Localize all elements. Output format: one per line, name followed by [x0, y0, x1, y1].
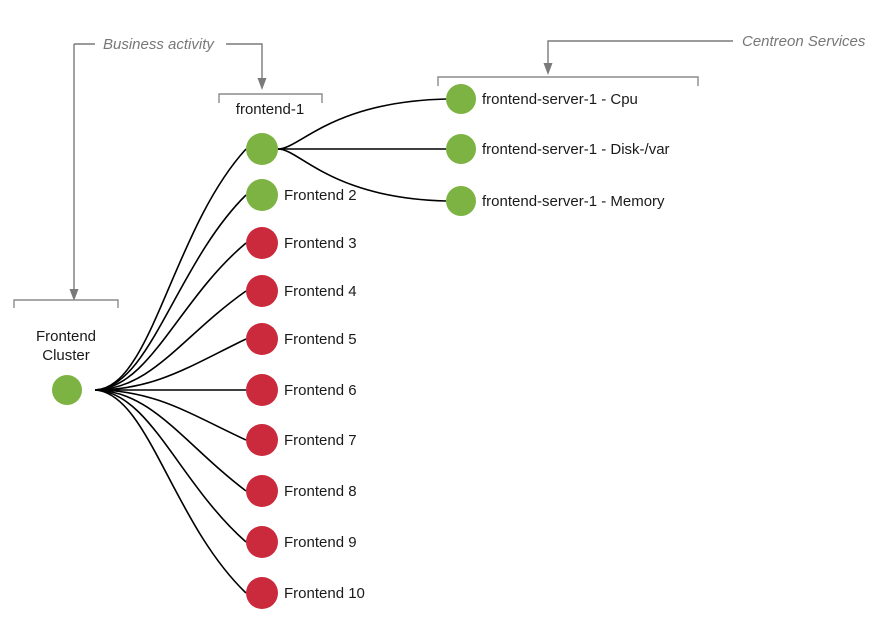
frontend-6-status-dot[interactable]: [246, 374, 278, 406]
annotation-label-centreon-services: Centreon Services: [742, 33, 866, 50]
frontend-5-label: Frontend 5: [284, 331, 357, 348]
frontend-9-label: Frontend 9: [284, 534, 357, 551]
node-frontend-3[interactable]: Frontend 3: [246, 227, 357, 259]
edge-cluster-frontend-4: [94, 290, 247, 391]
edge-cluster-frontend-3: [94, 242, 247, 391]
svc-cpu-label: frontend-server-1 - Cpu: [482, 91, 638, 108]
frontend-1-status-dot[interactable]: [246, 133, 278, 165]
frontend-cluster-status-dot[interactable]: [52, 375, 82, 405]
bracket-centreon-services: [437, 76, 699, 86]
frontend-3-status-dot[interactable]: [246, 227, 278, 259]
node-svc-memory[interactable]: frontend-server-1 - Memory: [446, 186, 665, 216]
centreon-services-leader: [547, 40, 733, 66]
frontend-7-status-dot[interactable]: [246, 424, 278, 456]
frontend-8-label: Frontend 8: [284, 483, 357, 500]
node-frontend-2[interactable]: Frontend 2: [246, 179, 357, 211]
frontend-4-status-dot[interactable]: [246, 275, 278, 307]
edge-cluster-frontend-5: [94, 338, 247, 391]
node-frontend-10[interactable]: Frontend 10: [246, 577, 365, 609]
frontend-9-status-dot[interactable]: [246, 526, 278, 558]
edge-frontend1-svc-cpu: [277, 98, 447, 150]
frontend-3-label: Frontend 3: [284, 235, 357, 252]
frontend-node-group: Frontend 2 Frontend 3 Frontend 4 Fronten…: [246, 133, 365, 609]
centreon-services-arrowhead: [543, 63, 553, 75]
svc-disk-var-status-dot[interactable]: [446, 134, 476, 164]
frontend-10-status-dot[interactable]: [246, 577, 278, 609]
edge-cluster-frontend-2: [94, 194, 247, 391]
frontend-4-label: Frontend 4: [284, 283, 357, 300]
node-frontend-1[interactable]: [246, 133, 278, 165]
frontend-cluster-label-line1: Frontend: [36, 328, 96, 345]
frontend-8-status-dot[interactable]: [246, 475, 278, 507]
edge-frontend1-svc-memory: [277, 148, 447, 202]
edges-cluster-to-frontends: [94, 148, 247, 594]
node-frontend-cluster[interactable]: Frontend Cluster: [36, 328, 96, 405]
frontend-10-label: Frontend 10: [284, 585, 365, 602]
frontend-1-arrowhead: [257, 78, 267, 90]
node-frontend-7[interactable]: Frontend 7: [246, 424, 357, 456]
node-frontend-9[interactable]: Frontend 9: [246, 526, 357, 558]
edge-cluster-frontend-7: [94, 389, 247, 441]
edge-cluster-frontend-8: [94, 389, 247, 492]
node-frontend-5[interactable]: Frontend 5: [246, 323, 357, 355]
frontend-2-label: Frontend 2: [284, 187, 357, 204]
edges-frontend1-to-services: [277, 98, 447, 202]
business-activity-arrowhead: [69, 289, 79, 301]
annotation-centreon-services: Centreon Services: [543, 33, 866, 75]
edge-cluster-frontend-9: [94, 389, 247, 543]
service-node-group: frontend-server-1 - Cpu frontend-server-…: [446, 84, 670, 216]
group-label-frontend-1: frontend-1: [236, 101, 304, 118]
svc-cpu-status-dot[interactable]: [446, 84, 476, 114]
frontend-2-status-dot[interactable]: [246, 179, 278, 211]
svc-memory-status-dot[interactable]: [446, 186, 476, 216]
annotation-business-activity: Business activity: [69, 36, 267, 301]
frontend-5-status-dot[interactable]: [246, 323, 278, 355]
business-activity-leader-right: [226, 43, 263, 81]
edge-cluster-frontend-10: [94, 389, 247, 594]
node-frontend-8[interactable]: Frontend 8: [246, 475, 357, 507]
node-frontend-6[interactable]: Frontend 6: [246, 374, 357, 406]
bracket-frontend-cluster: [13, 299, 119, 308]
edge-cluster-frontend-1: [94, 148, 247, 391]
frontend-cluster-label-line2: Cluster: [42, 347, 90, 364]
svc-memory-label: frontend-server-1 - Memory: [482, 193, 665, 210]
node-svc-disk-var[interactable]: frontend-server-1 - Disk-/var: [446, 134, 670, 164]
bracket-frontend-1: [218, 93, 323, 103]
frontend-6-label: Frontend 6: [284, 382, 357, 399]
node-frontend-4[interactable]: Frontend 4: [246, 275, 357, 307]
annotation-label-business-activity: Business activity: [103, 36, 215, 53]
node-svc-cpu[interactable]: frontend-server-1 - Cpu: [446, 84, 638, 114]
frontend-7-label: Frontend 7: [284, 432, 357, 449]
svc-disk-var-label: frontend-server-1 - Disk-/var: [482, 141, 670, 158]
